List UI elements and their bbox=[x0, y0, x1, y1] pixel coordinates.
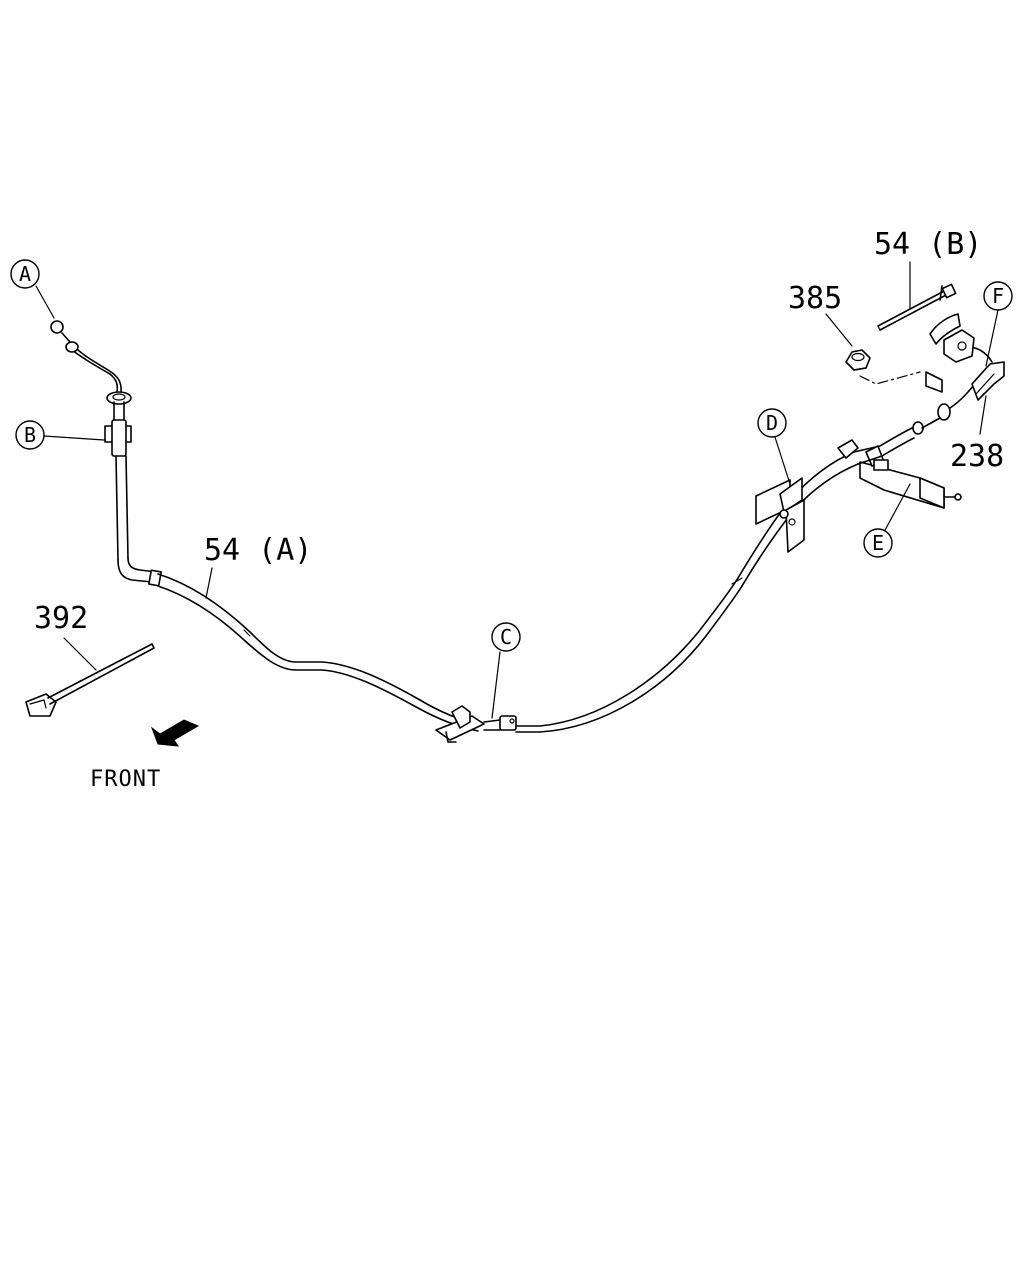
label-385: 385 bbox=[788, 281, 842, 316]
callout-f: F bbox=[983, 281, 1013, 311]
bracket-c bbox=[435, 705, 517, 743]
svg-text:A: A bbox=[19, 262, 31, 286]
callout-a: A bbox=[10, 259, 40, 289]
cable-54a bbox=[50, 320, 479, 732]
equalizer-238 bbox=[912, 285, 1005, 435]
callout-e: E bbox=[863, 528, 893, 558]
cable-grommet bbox=[106, 391, 132, 405]
band-392 bbox=[25, 643, 155, 717]
front-direction-arrow bbox=[150, 719, 200, 747]
nut-385 bbox=[845, 349, 943, 393]
label-54a: 54 (A) bbox=[204, 533, 312, 568]
svg-text:D: D bbox=[766, 411, 778, 435]
cable-54b bbox=[877, 283, 957, 331]
callout-d: D bbox=[757, 408, 787, 438]
leader-lines bbox=[35, 261, 999, 719]
svg-text:F: F bbox=[992, 284, 1004, 308]
bracket-e bbox=[837, 427, 962, 509]
bracket-d bbox=[755, 477, 805, 553]
svg-text:B: B bbox=[24, 423, 36, 447]
label-front: FRONT bbox=[90, 767, 161, 792]
svg-text:C: C bbox=[500, 625, 512, 649]
label-392: 392 bbox=[34, 601, 88, 636]
callout-b: B bbox=[15, 420, 45, 450]
svg-text:E: E bbox=[872, 531, 884, 555]
label-54b: 54 (B) bbox=[874, 227, 982, 262]
cable-54a-rear-section bbox=[515, 451, 859, 733]
label-238: 238 bbox=[950, 439, 1004, 474]
cable-end-ball bbox=[50, 320, 64, 334]
callout-c: C bbox=[491, 622, 521, 652]
